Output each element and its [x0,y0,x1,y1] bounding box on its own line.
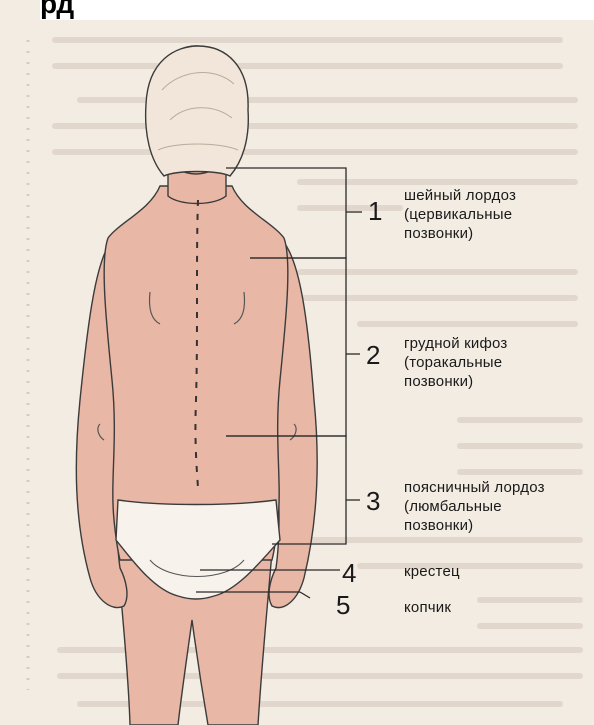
briefs [116,500,280,599]
region-1-label: шейный лордоз (цервикальные позвонки) [404,186,589,243]
region-markers [196,168,362,598]
hair [146,46,249,176]
region-5-number: 5 [336,592,350,618]
region-3-number: 3 [366,488,380,514]
region-2-number: 2 [366,342,380,368]
region-4-label: крестец [404,562,554,581]
region-5-label: копчик [404,598,554,617]
region-3-label: поясничный лордоз (люмбальные позвонки) [404,478,589,535]
human-back-figure [76,46,317,725]
region-2-label: грудной кифоз (торакальные позвонки) [404,334,589,391]
spine-line [195,200,198,490]
region-1-number: 1 [368,198,382,224]
page-heading: рд [40,0,594,20]
region-4-number: 4 [342,560,356,586]
